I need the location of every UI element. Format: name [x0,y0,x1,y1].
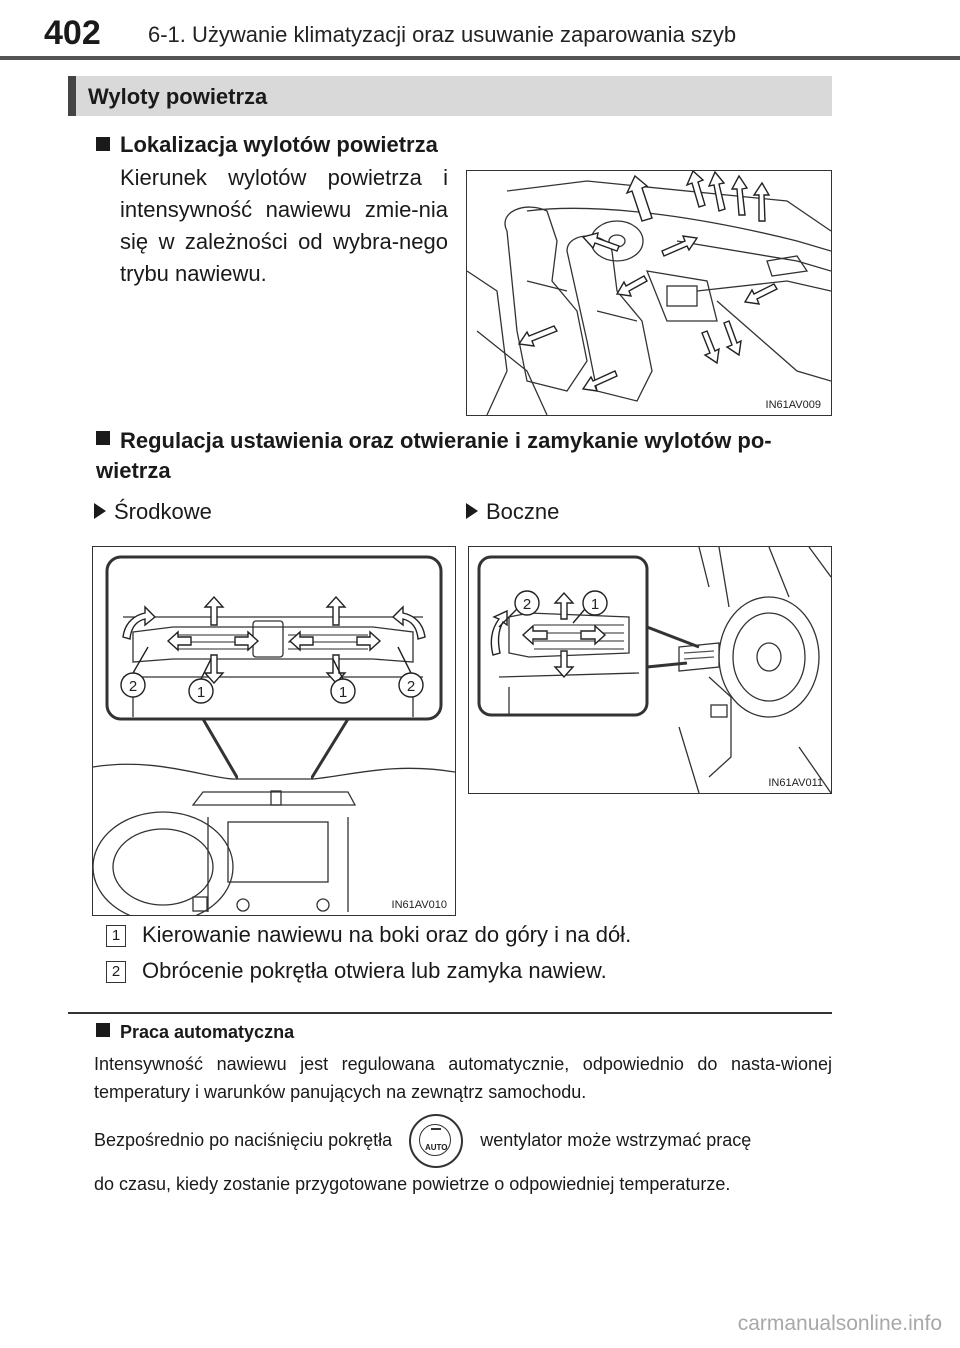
center-vents-figure: 2 1 1 2 IN61AV010 [92,546,456,916]
auto-heading: Praca automatyczna [120,1022,295,1042]
square-bullet-icon [96,1023,110,1037]
interior-vents-figure: IN61AV009 [466,170,832,416]
triangle-bullet-icon [94,503,106,519]
auto-knob-icon: AUTO [409,1114,464,1168]
center-vents-illustration: 2 1 1 2 [93,555,455,915]
square-bullet-icon [96,431,110,445]
callout-2: 2 [523,596,531,613]
legend-text: Obrócenie pokrętła otwiera lub zamyka na… [142,958,607,983]
auto-paragraph-3: do czasu, kiedy zostanie przygotowane po… [94,1174,731,1194]
watermark: carmanualsonline.info [737,1312,942,1335]
auto-knob-label: AUTO [424,1143,448,1152]
location-body: Kierunek wylotów powietrza i intensywnoś… [120,165,448,286]
legend-item: 2 Obrócenie pokrętła otwiera lub zamyka n… [106,958,607,984]
callout-2-left: 2 [129,678,137,695]
side-vents-label-row: Boczne [466,499,559,525]
chapter-title: 6-1. Używanie klimatyzacji oraz usuwanie… [148,22,737,47]
center-vents-label-row: Środkowe [94,499,212,525]
legend-number: 1 [106,925,126,947]
legend-text: Kierowanie nawiewu na boki oraz do góry … [142,922,632,947]
figure-code: IN61AV010 [391,899,447,911]
adjustment-heading: Regulacja ustawienia oraz otwieranie i z… [96,428,772,483]
auto-paragraph-2-end: wentylator może wstrzymać pracę [480,1129,752,1150]
side-vents-label: Boczne [486,499,560,524]
location-heading: Lokalizacja wylotów powietrza [120,132,438,157]
callout-1-right: 1 [339,684,347,701]
callout-1-left: 1 [197,684,205,701]
callout-2-right: 2 [407,678,415,695]
section-divider [68,1012,832,1014]
figure-code: IN61AV009 [765,399,821,411]
center-vents-label: Środkowe [114,499,212,524]
auto-paragraph-1: Intensywność nawiewu jest regulowana aut… [94,1054,832,1102]
triangle-bullet-icon [466,503,478,519]
interior-illustration [467,171,831,415]
legend-item: 1 Kierowanie nawiewu na boki oraz do góry… [106,922,631,948]
figure-code: IN61AV011 [768,777,823,789]
side-vents-figure: 2 1 IN61AV011 [468,546,832,794]
square-bullet-icon [96,137,110,151]
callout-1: 1 [591,596,599,613]
auto-paragraph-2: Bezpośrednio po naciśnięciu pokrętła AUT… [94,1114,834,1168]
adjustment-heading-row: Regulacja ustawienia oraz otwieranie i z… [96,426,832,486]
location-heading-row: Lokalizacja wylotów powietrza [96,132,438,158]
side-vents-illustration: 2 1 [477,547,831,793]
legend-number: 2 [106,961,126,983]
auto-heading-row: Praca automatyczna [96,1022,294,1043]
header-divider [0,56,960,60]
section-title-bar: Wyloty powietrza [68,76,832,116]
section-title: Wyloty powietrza [88,84,268,109]
auto-paragraph-2-start: Bezpośrednio po naciśnięciu pokrętła [94,1129,393,1150]
section-marker [68,76,76,116]
page-number: 402 [44,14,101,52]
